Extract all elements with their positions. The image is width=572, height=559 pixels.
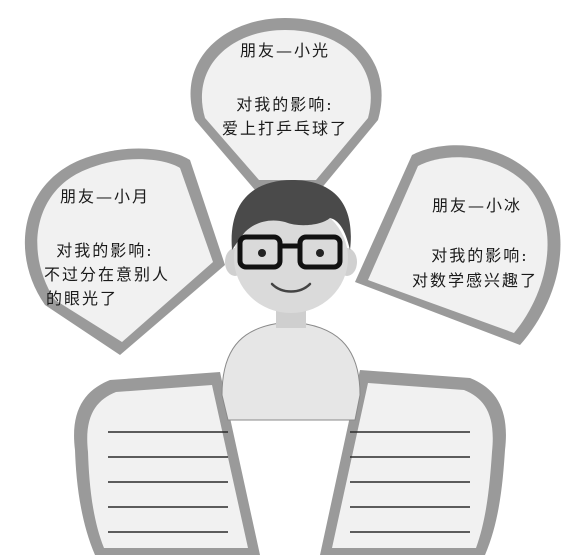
friend-top-title: 朋友—小光 bbox=[239, 41, 330, 60]
friend-right-influence: 对数学感兴趣了 bbox=[411, 271, 538, 290]
glasses-icon bbox=[237, 234, 343, 270]
left-eye bbox=[258, 249, 266, 257]
hair bbox=[231, 180, 351, 250]
shirt bbox=[221, 321, 361, 421]
right-eye bbox=[316, 249, 324, 257]
petal-left bbox=[24, 148, 226, 355]
friend-left-influence-line1: 不过分在意别人 bbox=[43, 265, 170, 284]
head bbox=[234, 203, 348, 313]
writing-lines-left bbox=[108, 431, 228, 533]
card-bottom-left bbox=[74, 372, 260, 555]
friend-left-influence-line2: 的眼光了 bbox=[45, 289, 118, 308]
smile bbox=[270, 282, 312, 293]
friend-left-influence-label: 对我的影响: bbox=[56, 241, 154, 260]
petal-right bbox=[355, 145, 561, 345]
writing-lines-right bbox=[350, 431, 470, 533]
petal-top bbox=[190, 18, 382, 190]
friend-right-title: 朋友—小冰 bbox=[431, 196, 522, 215]
friend-top-influence: 爱上打乒乓球了 bbox=[221, 119, 348, 138]
friend-top-influence-label: 对我的影响: bbox=[236, 95, 334, 114]
friend-right-influence-label: 对我的影响: bbox=[431, 246, 529, 265]
card-bottom-right bbox=[320, 370, 506, 555]
friend-left-title: 朋友—小月 bbox=[59, 187, 150, 206]
boy-illustration bbox=[221, 180, 361, 421]
